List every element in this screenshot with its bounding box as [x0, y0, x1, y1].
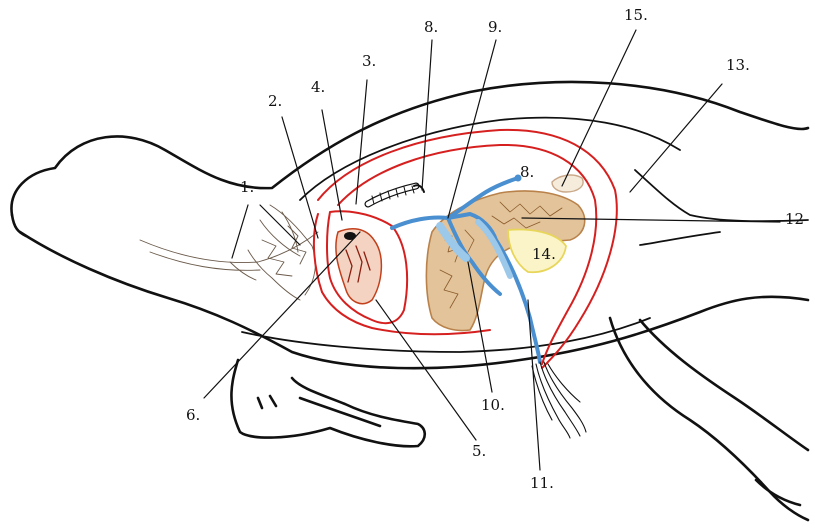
leader-8 — [422, 40, 432, 190]
body-outline — [11, 82, 808, 520]
label-9: 9. — [488, 20, 502, 35]
label-5: 5. — [472, 444, 486, 459]
label-14: 14. — [532, 247, 556, 262]
label-15: 15. — [624, 8, 648, 23]
heart — [336, 229, 382, 304]
leader-13 — [630, 84, 722, 192]
label-12: 12 — [785, 212, 804, 227]
leader-6 — [204, 232, 360, 398]
organ-15 — [552, 175, 583, 192]
fibre-bundle — [532, 362, 586, 438]
label-6: 6. — [186, 408, 200, 423]
label-8-vessel: 8. — [520, 165, 534, 180]
tube-8 — [368, 185, 424, 204]
label-2: 2. — [268, 94, 282, 109]
label-4: 4. — [311, 80, 325, 95]
leader-4 — [322, 110, 342, 220]
label-1: 1. — [240, 180, 254, 195]
label-10: 10. — [481, 398, 505, 413]
label-8-top: 8. — [424, 20, 438, 35]
nasal-region — [140, 205, 318, 300]
leader-11 — [528, 300, 540, 470]
leader-1a — [232, 205, 248, 258]
label-11: 11. — [530, 476, 554, 491]
label-13: 13. — [726, 58, 750, 73]
label-3: 3. — [362, 54, 376, 69]
